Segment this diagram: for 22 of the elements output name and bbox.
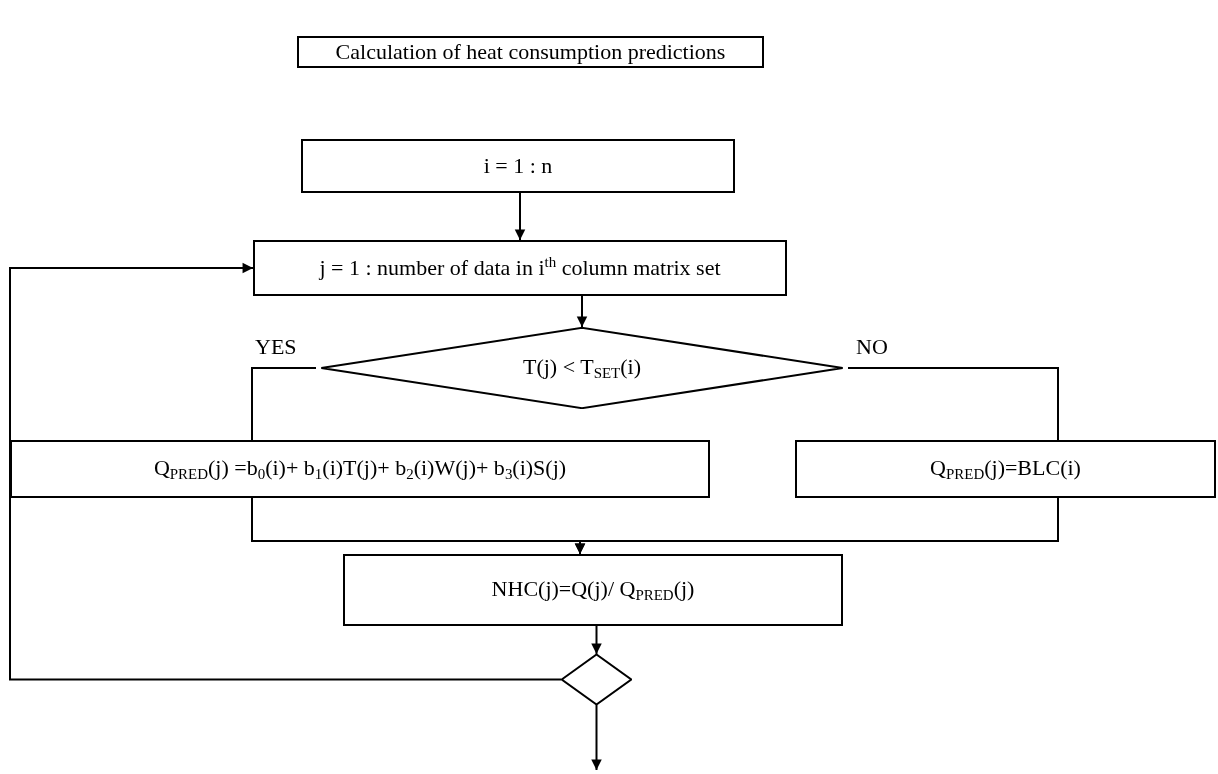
heading-box [297,36,764,68]
arrow [514,192,526,241]
arrow [9,262,562,681]
condition-text: T(j) < T$_{SET}$(i) [523,353,641,383]
step-text: i = 1 : n [483,153,553,179]
connector-line [847,367,1059,441]
step-text: NHC(j)=Q(j)/ Q$_{PRED}$(j) [491,575,695,605]
heading-text: Calculation of heat consumption predictions [335,39,726,65]
process-box [343,554,843,626]
process-box [795,440,1216,498]
arrow [576,295,588,328]
process-box [253,240,787,296]
connector-line [251,367,317,441]
arrow [574,497,1059,555]
decision-diamond [561,654,632,705]
process-box [10,440,710,498]
step-text: Q$_{PRED}$(j) =b$_{0}$(i)+ b$_{1}$(i)T(j)+ b$_{2}$(i)W(j)+ b$_{3}$(i)S(j) [153,454,567,484]
process-box [301,139,735,193]
arrow [591,704,602,771]
step-text: Q$_{PRED}$(j)=BLC(i) [930,454,1081,484]
step-text: j = 1 : number of data in i$^{th}$ column matrix set [319,254,721,282]
arrow [591,625,602,655]
